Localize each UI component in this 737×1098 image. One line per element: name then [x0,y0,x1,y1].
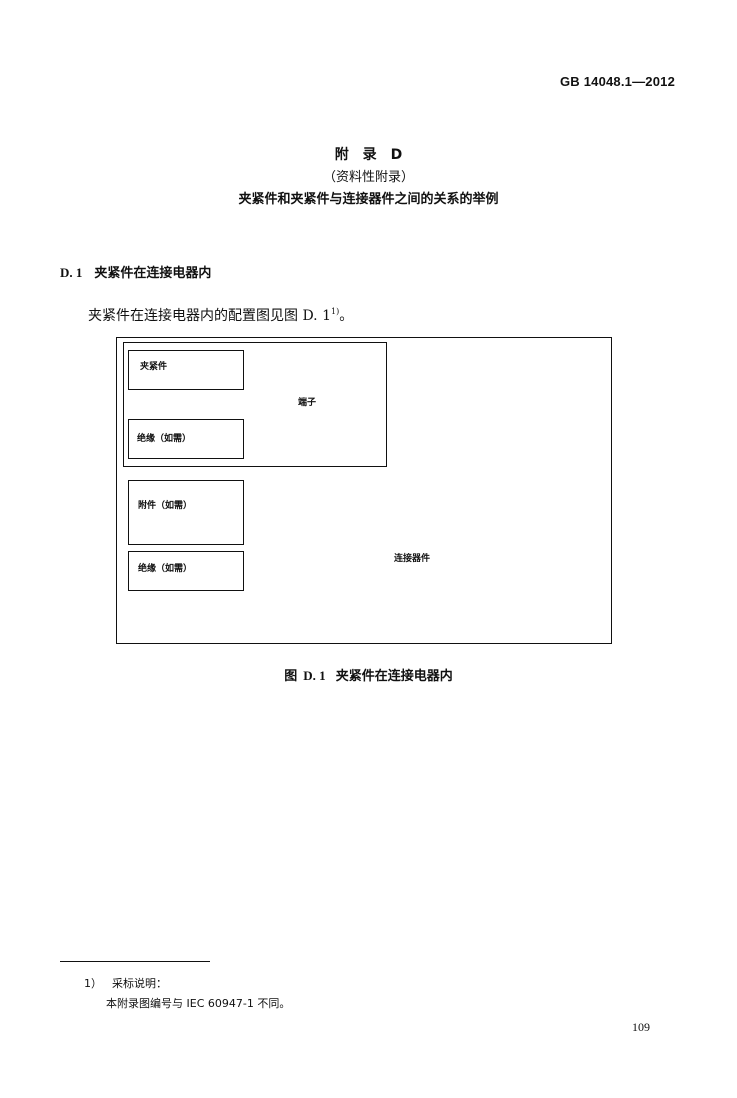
annex-type: （资料性附录） [322,170,414,185]
insulation-box-1: 绝缘（如需） [128,419,244,459]
footnote-reference[interactable]: 1) [330,307,340,316]
section-title: 夹紧件在连接电器内 [94,266,212,281]
terminal-box [123,342,387,467]
footnote-title: 采标说明： [112,977,167,990]
insulation-label-1: 绝缘（如需） [137,434,192,444]
clamp-label: 夹紧件 [140,362,168,372]
connecting-device-label: 连接器件 [394,554,431,564]
page-number: 109 [632,1020,650,1034]
section-number: D. 1 [60,265,83,280]
accessory-label: 附件（如需） [138,501,193,511]
footnote-text: 本附录图编号与 IEC 60947-1 不同。 [106,997,291,1010]
section-paragraph: 夹紧件在连接电器内的配置图见图 D. 11)。 [88,305,353,325]
footnote-number: 1） [84,977,102,990]
paragraph-end: 。 [339,308,354,324]
insulation-box-2: 绝缘（如需） [128,551,244,591]
insulation-label-2: 绝缘（如需） [138,564,193,574]
terminal-label: 端子 [298,398,317,408]
caption-text: 夹紧件在连接电器内 [335,669,453,684]
section-heading: D. 1 夹紧件在连接电器内 [60,262,211,281]
caption-number: D. 1 [303,668,326,683]
caption-prefix: 图 [284,669,298,684]
footnote-line-1: 1） 采标说明： [84,975,167,991]
figure-caption: 图 D. 1 夹紧件在连接电器内 [0,665,737,684]
clamp-box: 夹紧件 [128,350,244,390]
annex-heading: 夹紧件和夹紧件与连接器件之间的关系的举例 [238,192,499,207]
annex-title: 附 录 D [334,147,403,163]
standard-number: GB 14048.1—2012 [560,74,676,89]
accessory-box: 附件（如需） [128,480,244,545]
footnote-divider [60,961,210,962]
paragraph-text: 夹紧件在连接电器内的配置图见图 D. 1 [88,308,331,324]
figure-d1-diagram: 夹紧件 端子 绝缘（如需） 附件（如需） 绝缘（如需） 连接器件 [116,337,612,644]
